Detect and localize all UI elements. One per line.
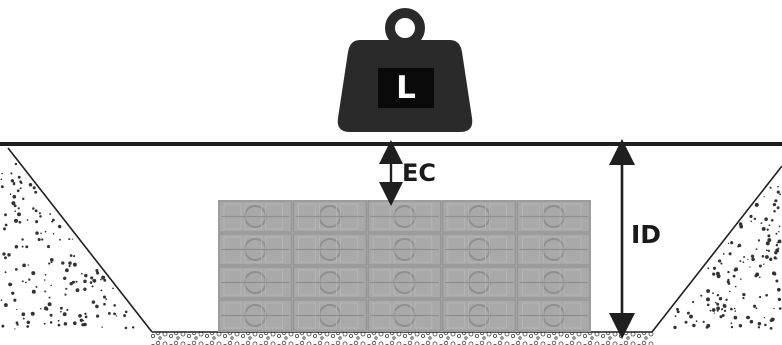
module-cell bbox=[218, 266, 293, 299]
left-backfill bbox=[0, 148, 145, 333]
module-cell bbox=[293, 299, 367, 332]
gravel-bed bbox=[150, 332, 655, 345]
module-cell bbox=[442, 200, 516, 233]
load-label: L bbox=[396, 70, 416, 106]
weight-icon bbox=[337, 8, 473, 132]
module-cell bbox=[367, 233, 442, 266]
installation-depth-label: ID bbox=[631, 220, 662, 249]
module-cell bbox=[293, 200, 367, 233]
module-cell bbox=[367, 299, 442, 332]
left-excavation-wall bbox=[7, 147, 153, 333]
module-cell bbox=[442, 233, 516, 266]
module-cell bbox=[218, 200, 293, 233]
storage-module-block bbox=[218, 200, 591, 332]
module-cell bbox=[516, 266, 591, 299]
module-cell bbox=[442, 299, 516, 332]
right-excavation-wall bbox=[651, 165, 782, 333]
module-cell bbox=[367, 200, 442, 233]
module-cell bbox=[516, 200, 591, 233]
module-cell bbox=[516, 233, 591, 266]
module-cell bbox=[442, 266, 516, 299]
module-cell bbox=[516, 299, 591, 332]
module-cell bbox=[293, 266, 367, 299]
earth-cover-label: EC bbox=[402, 159, 437, 187]
module-cell bbox=[218, 233, 293, 266]
module-cell bbox=[367, 266, 442, 299]
right-backfill bbox=[660, 148, 782, 333]
module-cell bbox=[293, 233, 367, 266]
module-cell bbox=[218, 299, 293, 332]
